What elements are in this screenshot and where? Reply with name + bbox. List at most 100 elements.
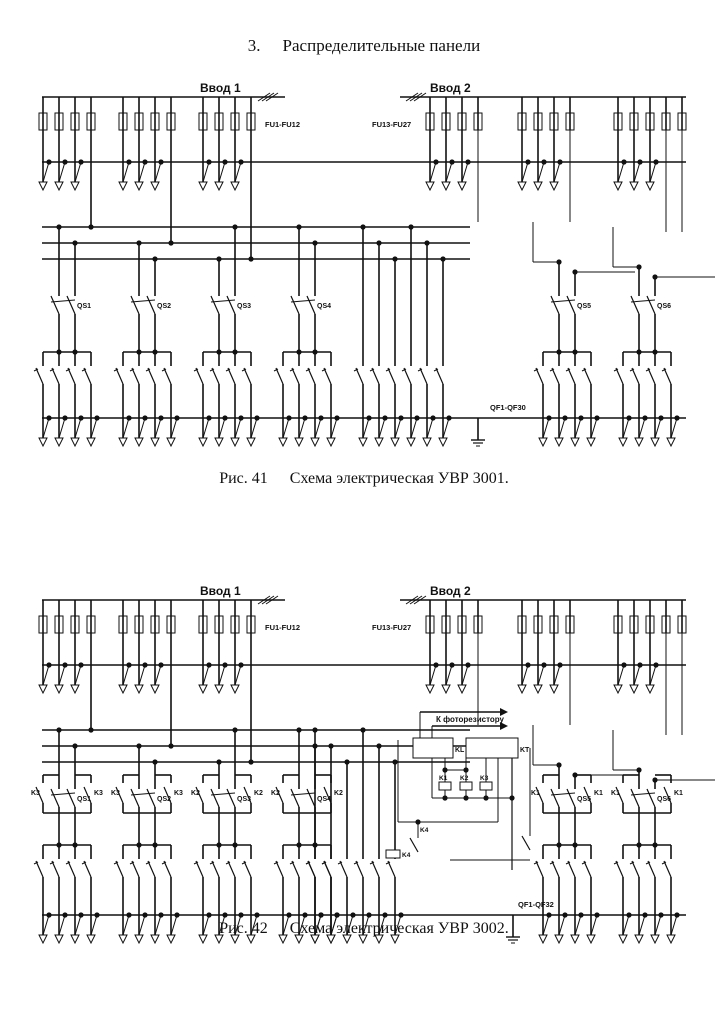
output-arrow-icon [230,181,240,192]
fuses-left-label: FU1-FU12 [265,623,300,632]
breaker-contact-icon [291,860,300,878]
breaker-contact-icon [663,367,672,385]
junction-dot [312,727,318,733]
switch-linkage [210,792,236,796]
wire [574,417,582,439]
breaker-mark [629,368,635,372]
junction-dot [216,256,222,262]
junction-dot [248,256,254,262]
junction-dot [328,743,334,749]
breaker-mark [613,368,619,372]
breaker-contact-icon [663,860,672,878]
breaker-contact-icon [51,367,60,385]
breaker-mark [581,861,587,865]
output-arrow-icon [230,684,240,695]
breaker-contact-icon [163,367,172,385]
contactor-label: K2 [334,790,343,797]
junction-dot [652,777,658,783]
k4-contact-icon [409,837,419,853]
switch-contact-icon [630,788,640,808]
wire [170,417,178,439]
breaker-mark [129,861,135,865]
breaker-contact-icon [131,860,140,878]
output-arrow-icon [70,684,80,695]
output-arrow-icon [457,684,467,695]
caption-number: Рис. 42 [219,920,268,937]
wire [234,417,242,439]
wire [558,914,566,936]
wire [633,161,641,183]
breaker-mark [305,368,311,372]
breaker-mark [549,861,555,865]
wire [42,914,50,936]
switch-linkage [210,299,236,303]
breaker-mark [321,861,327,865]
breaker-mark [549,368,555,372]
wire [298,914,306,936]
switch-contact-icon [146,788,156,808]
wire [633,664,641,686]
wire [590,914,598,936]
breaker-contact-icon [535,367,544,385]
output-arrow-icon [422,437,432,448]
breaker-mark [209,861,215,865]
wire [202,664,210,686]
wire [638,417,646,439]
contactor-label: K3 [111,790,120,797]
breaker-mark [385,861,391,865]
output-arrow-icon [54,437,64,448]
output-arrow-icon [230,934,240,945]
junction-dot [556,259,562,265]
breaker-mark [645,368,651,372]
contactor-label: K1 [531,790,540,797]
wire [202,161,210,183]
output-arrow-icon [586,437,596,448]
junction-dot [88,224,94,230]
output-arrow-icon [650,934,660,945]
three-phase-mark-icon [261,595,275,605]
caption-text: Схема электрическая УВР 3002. [289,920,509,937]
breaker-contact-icon [131,367,140,385]
breaker-mark [65,861,71,865]
switch-contact-icon [146,295,156,315]
breaker-contact-icon [195,367,204,385]
wire [234,914,242,936]
arrow-icon [500,708,508,716]
output-arrow-icon [38,437,48,448]
wire [426,417,434,439]
junction-dot [296,224,302,230]
wire [250,914,258,936]
switch-linkage [50,792,76,796]
output-arrow-icon [166,934,176,945]
coil-icon [438,781,452,791]
breaker-contact-icon [67,367,76,385]
junction-dot [72,240,78,246]
wire [154,664,162,686]
junction-dot [440,256,446,262]
output-arrow-icon [650,437,660,448]
junction-dot [136,240,142,246]
wire [154,161,162,183]
output-arrow-icon [358,437,368,448]
contactor-label: K3 [174,790,183,797]
switch-linkage [550,792,576,796]
wire [154,417,162,439]
switch-contact-icon [646,295,656,315]
wire [74,161,82,183]
output-arrow-icon [666,437,676,448]
wire [429,161,437,183]
breaker-contact-icon [631,367,640,385]
breaker-contact-icon [371,367,380,385]
breaker-contact-icon [51,860,60,878]
wire [590,417,598,439]
wire [330,914,338,936]
wire [553,664,561,686]
wire [234,664,242,686]
coil-label: K1 [439,775,448,782]
breaker-mark [113,368,119,372]
wire [138,417,146,439]
relay-kl-label: KL [455,747,465,754]
breaker-contact-icon [227,860,236,878]
contactor-contact-icon [35,786,44,804]
